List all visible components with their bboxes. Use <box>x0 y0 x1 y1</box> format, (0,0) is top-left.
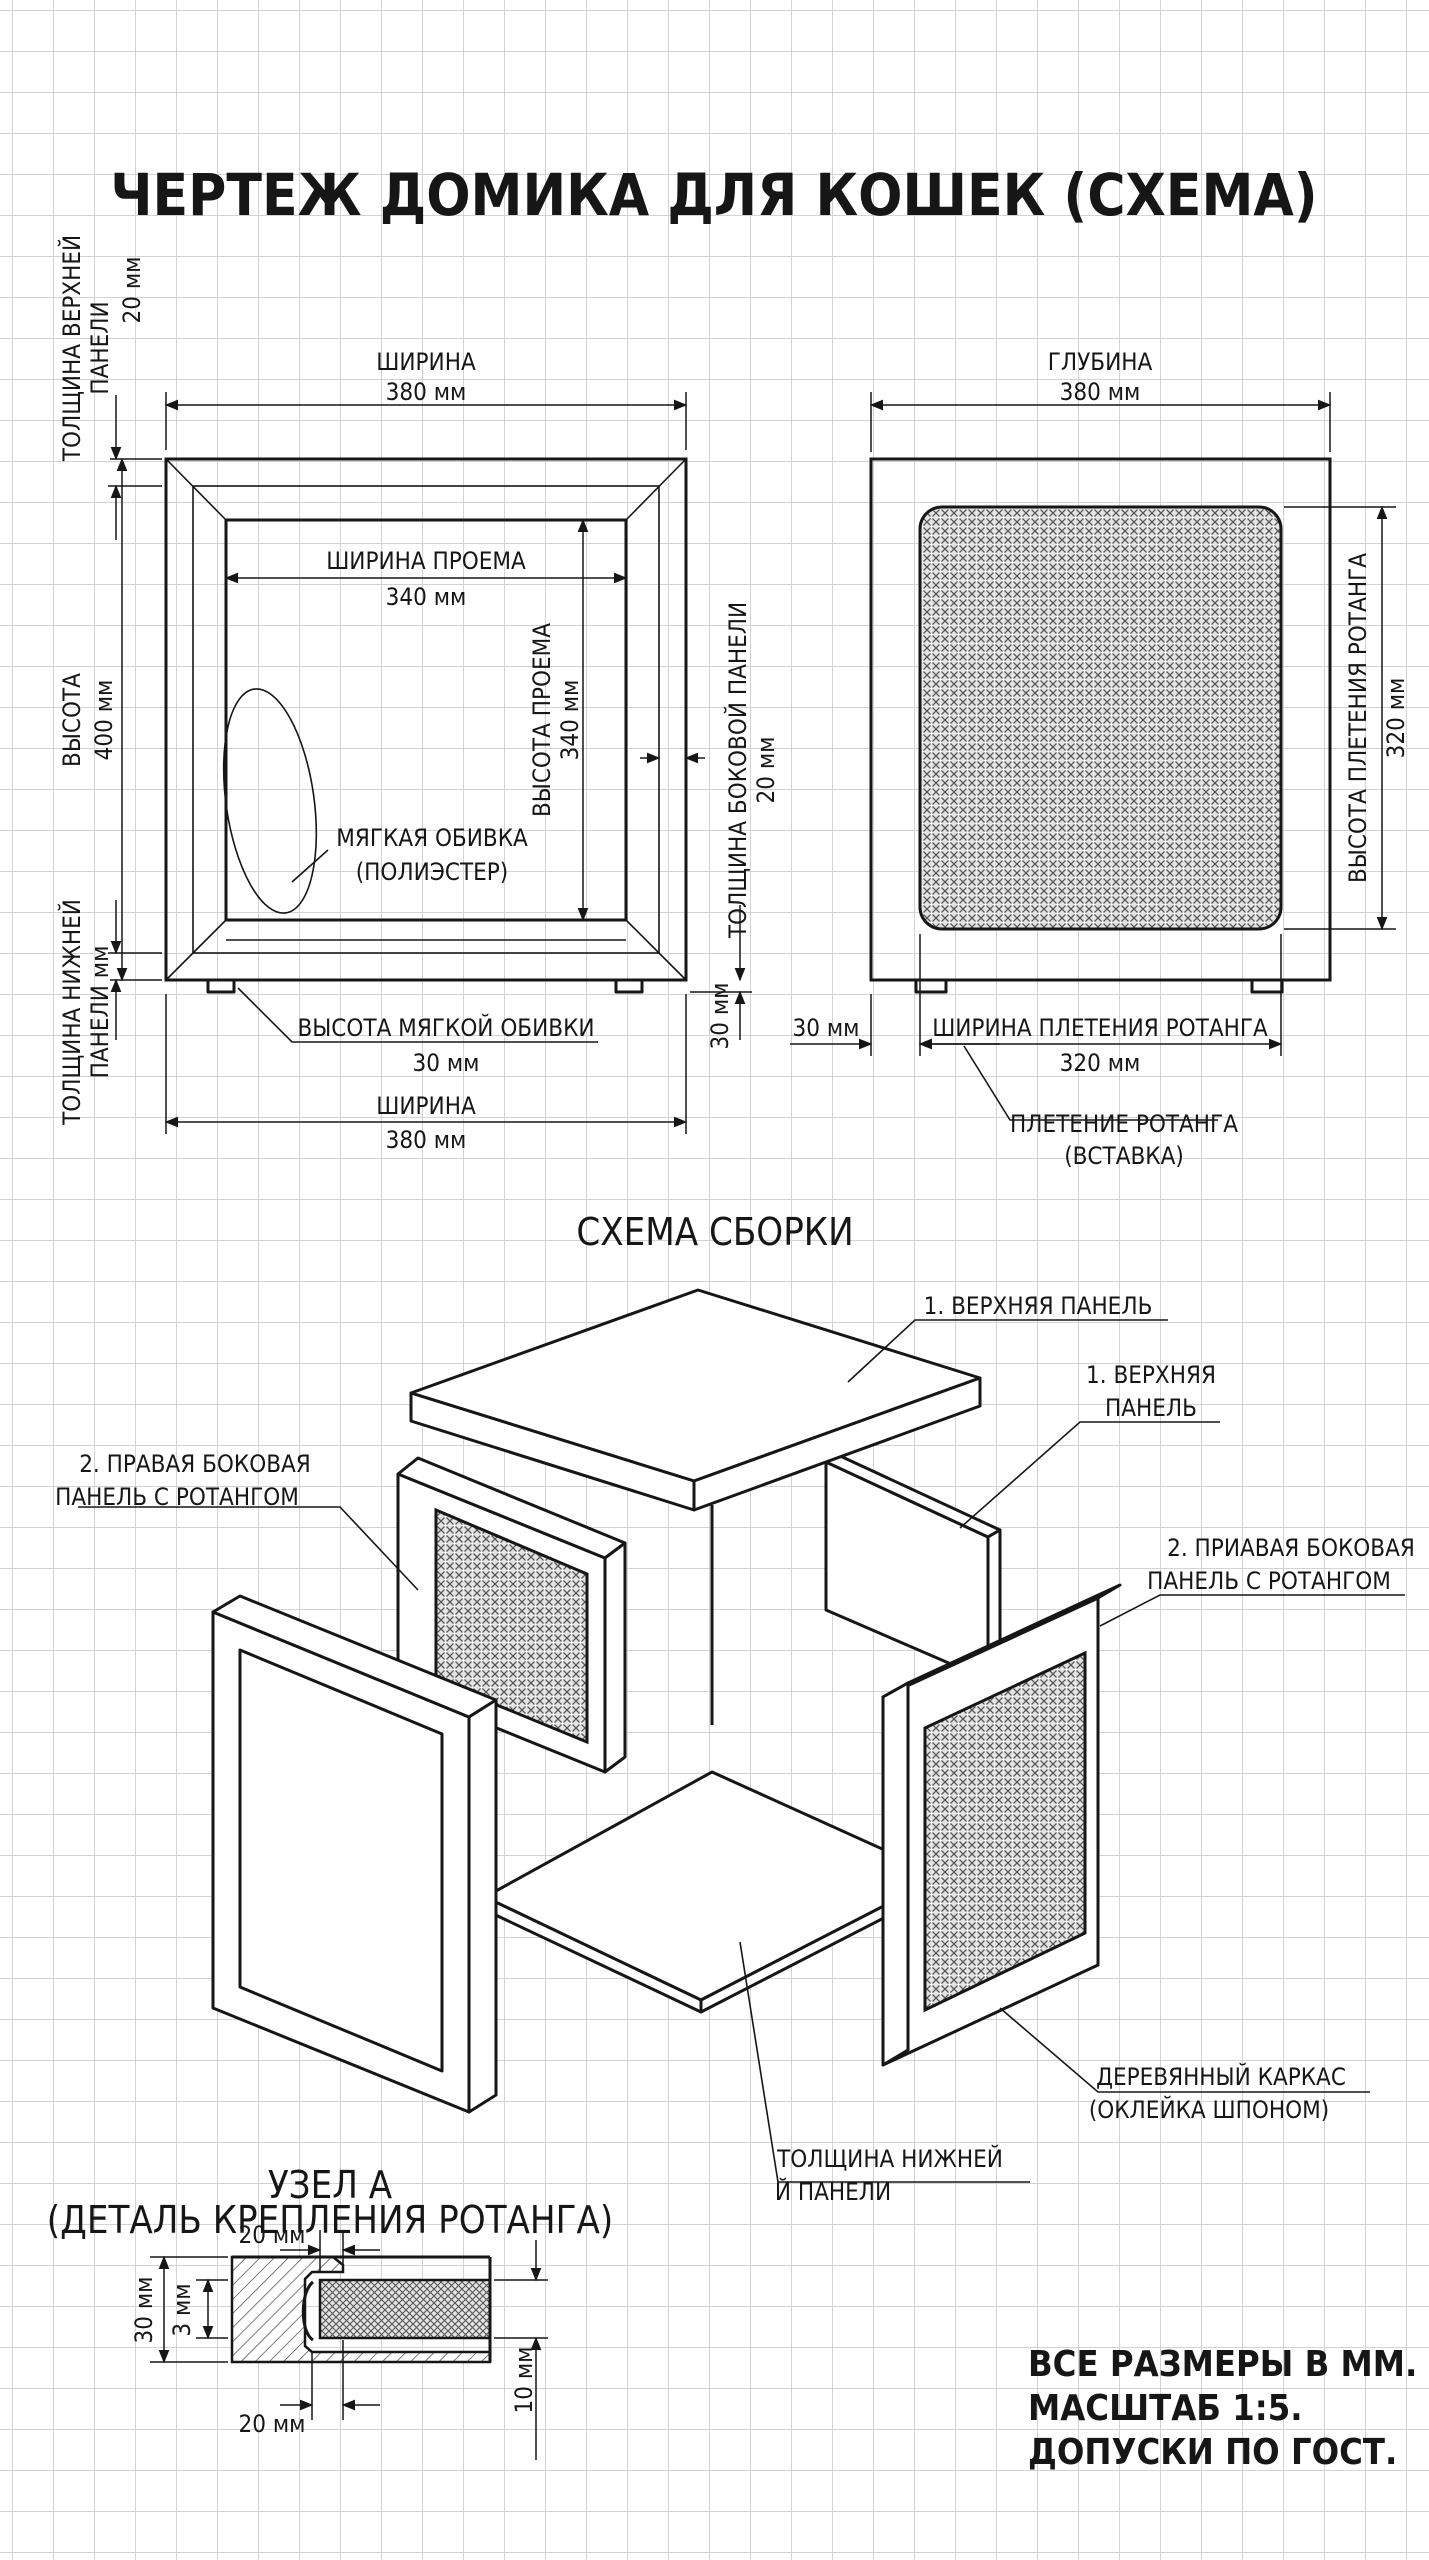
soft-padding-outline <box>222 688 318 914</box>
note-scale: МАСШТАБ 1:5. <box>1028 2388 1303 2429</box>
assembly-title: СХЕМА СБОРКИ <box>576 1210 853 1254</box>
detail-dim-height: 30 мм <box>130 2277 158 2344</box>
front-right-leg <box>614 978 644 994</box>
width-top-value: 380 мм <box>386 378 467 406</box>
opening-height-value: 340 мм <box>556 680 584 761</box>
back-panel-label-1: 1. ВЕРХНЯЯ <box>1086 1361 1216 1389</box>
bottom-label-1: ТОЛЩИНА НИЖНЕЙ <box>776 2144 1003 2173</box>
rattan-weave-panel <box>918 505 1283 931</box>
rattan-height-label: ВЫСОТА ПЛЕТЕНИЯ РОТАНГА <box>1344 553 1372 883</box>
top-panel <box>409 1288 982 1483</box>
bottom-panel <box>483 1770 944 2002</box>
front-opening <box>224 518 628 922</box>
left-panel-label-1: 2. ПРАВАЯ БОКОВАЯ <box>79 1450 311 1478</box>
note-units: ВСЕ РАЗМЕРЫ В ММ. <box>1028 2344 1417 2385</box>
opening-width-label: ШИРИНА ПРОЕМА <box>326 547 526 575</box>
bottom-thickness-label-1: ТОЛЩИНА НИЖНЕЙ <box>57 899 86 1126</box>
bottom-thickness-label-2: ПАНЕЛИ мм <box>86 946 114 1079</box>
assembly-view: 1. ВЕРХНЯЯ ПАНЕЛЬ 1. ВЕРХНЯЯ ПАНЕЛЬ 2. П… <box>55 1288 1415 2206</box>
soft-padding-label-1: МЯГКАЯ ОБИВКА <box>336 824 528 852</box>
width-top-label: ШИРИНА <box>376 348 476 376</box>
front-frame-bevel <box>192 485 660 954</box>
detail-dim-right: 10 мм <box>510 2347 538 2414</box>
padding-height-value: 30 мм <box>413 1049 480 1077</box>
opening-width-value: 340 мм <box>386 583 467 611</box>
opening-height-label: ВЫСОТА ПРОЕМА <box>528 623 556 817</box>
height-value: 400 мм <box>90 680 118 761</box>
detail-rattan-strip <box>318 2278 492 2340</box>
drawing-title: ЧЕРТЕЖ ДОМИКА ДЛЯ КОШЕК (СХЕМА) <box>110 161 1317 229</box>
side-thickness-label: ТОЛЩИНА БОКОВОЙ ПАНЕЛИ <box>723 602 752 939</box>
top-thickness-label-1: ТОЛЩИНА ВЕРХНЕЙ <box>57 235 86 462</box>
top-panel-label: 1. ВЕРХНЯЯ ПАНЕЛЬ <box>924 1292 1153 1320</box>
width-bottom-value: 380 мм <box>386 1126 467 1154</box>
rattan-insert-label-2: (ВСТАВКА) <box>1064 1142 1184 1170</box>
side-thickness-value: 20 мм <box>752 737 780 804</box>
right-panel-label-1: 2. ПРИАВАЯ БОКОВАЯ <box>1167 1534 1415 1562</box>
rattan-width-label: ШИРИНА ПЛЕТЕНИЯ РОТАНГА <box>932 1014 1268 1042</box>
side-outer-frame <box>869 457 1332 982</box>
width-bottom-label: ШИРИНА <box>376 1092 476 1120</box>
side-left-leg <box>914 978 948 994</box>
detail-dim-top: 20 мм <box>239 2221 306 2249</box>
detail-title-2: (ДЕТАЛЬ КРЕПЛЕНИЯ РОТАНГА) <box>47 2198 613 2242</box>
front-outer-frame <box>164 457 688 982</box>
front-view: ШИРИНА 380 мм ШИРИНА ПРОЕМА 340 мм ВЫСОТ… <box>57 235 780 1154</box>
right-panel-rattan <box>923 1650 1087 2013</box>
rattan-insert-label-1: ПЛЕТЕНИЕ РОТАНГА <box>1010 1110 1238 1138</box>
note-tolerances: ДОПУСКИ ПО ГОСТ. <box>1028 2432 1397 2473</box>
detail-title-1: УЗЕЛ А <box>268 2163 393 2207</box>
height-label: ВЫСОТА <box>58 673 86 767</box>
front-left-leg <box>206 978 236 994</box>
bottom-label-2: Й ПАНЕЛИ <box>775 2177 891 2206</box>
left-panel-rattan <box>434 1507 589 1745</box>
detail-a: 20 мм 20 мм 30 мм 3 мм 10 мм <box>130 2221 548 2460</box>
rattan-height-value: 320 мм <box>1382 678 1410 759</box>
left-panel-label-2: ПАНЕЛЬ С РОТАНГОМ <box>55 1483 299 1511</box>
right-panel-label-2: ПАНЕЛЬ С РОТАНГОМ <box>1147 1567 1391 1595</box>
leg-height-value: 30 мм <box>706 983 734 1050</box>
depth-label: ГЛУБИНА <box>1048 348 1153 376</box>
top-thickness-label-2: ПАНЕЛИ <box>86 301 114 394</box>
side-view: ГЛУБИНА 380 мм ВЫСОТА ПЛЕТЕНИЯ РОТАНГА 3… <box>790 348 1410 1170</box>
back-panel-label-2: ПАНЕЛЬ <box>1105 1394 1197 1422</box>
frame-label-2: (ОКЛЕЙКА ШПОНОМ) <box>1089 2095 1329 2124</box>
top-thickness-value: 20 мм <box>118 257 146 324</box>
side-right-leg <box>1250 978 1284 994</box>
frame-label-1: ДЕРЕВЯННЫЙ КАРКАС <box>1096 2062 1346 2091</box>
depth-value: 380 мм <box>1060 378 1141 406</box>
offset-value: 30 мм <box>793 1014 860 1042</box>
padding-height-label: ВЫСОТА МЯГКОЙ ОБИВКИ <box>297 1013 594 1042</box>
rattan-width-value: 320 мм <box>1060 1049 1141 1077</box>
front-frame-opening <box>238 1648 444 2073</box>
detail-dim-groove: 3 мм <box>168 2283 196 2336</box>
soft-padding-label-2: (ПОЛИЭСТЕР) <box>356 858 508 886</box>
detail-dim-bottom: 20 мм <box>239 2410 306 2438</box>
